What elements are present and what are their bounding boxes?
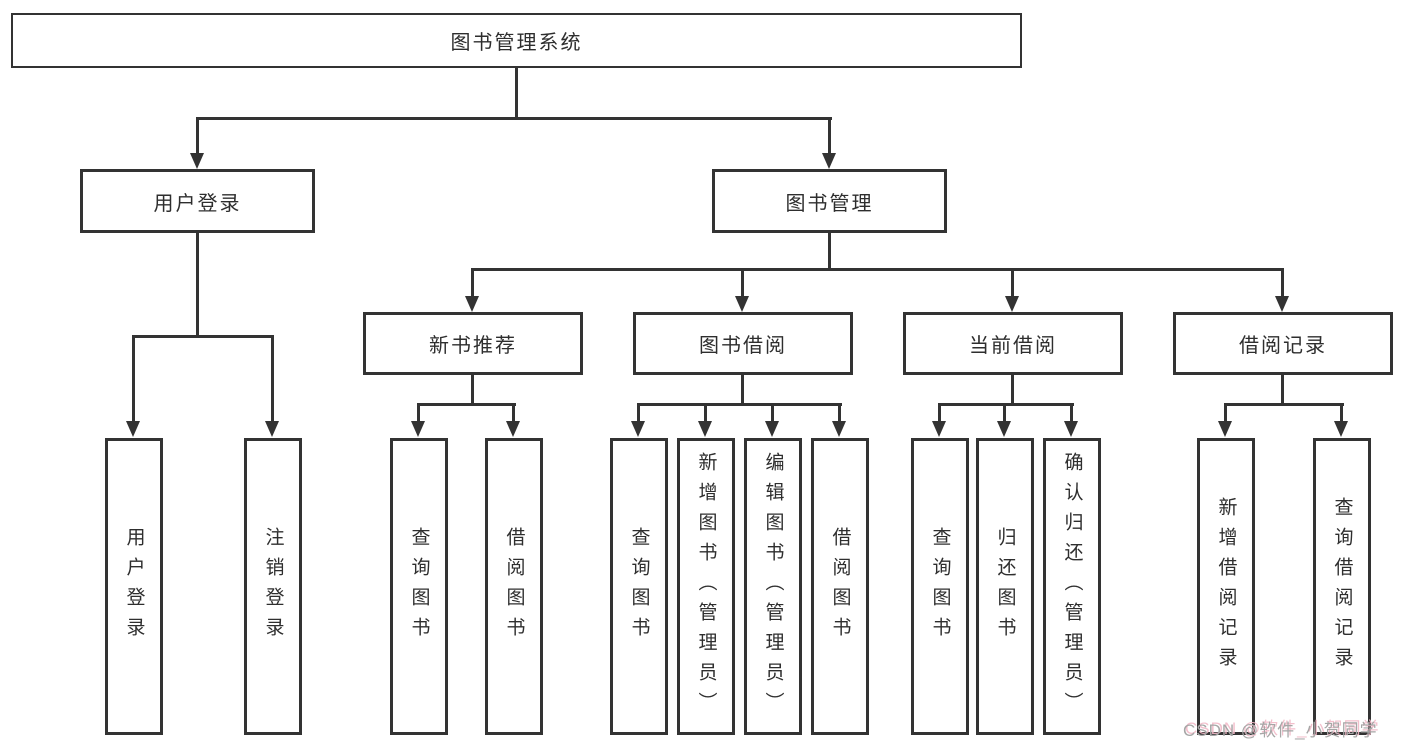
node-current-borrow: 当前借阅 xyxy=(903,312,1123,375)
connector-line-h xyxy=(471,268,1284,271)
arrowhead-down-icon xyxy=(832,421,846,437)
leaf-label: 编辑图书（管理员） xyxy=(762,451,784,722)
connector-line-h xyxy=(1224,403,1344,406)
connector-line-v xyxy=(1224,403,1227,421)
arrowhead-down-icon xyxy=(411,421,425,437)
arrowhead-down-icon xyxy=(997,421,1011,437)
connector-line-v xyxy=(741,375,744,405)
arrowhead-down-icon xyxy=(126,421,140,437)
connector-line-v xyxy=(938,403,941,421)
node-user-login-label: 用户登录 xyxy=(153,192,242,215)
connector-line-v xyxy=(828,117,831,154)
node-new-book-recommend: 新书推荐 xyxy=(363,312,583,375)
connector-line-v xyxy=(828,233,831,270)
leaf-label: 注销登录 xyxy=(262,526,284,647)
connector-line-v xyxy=(471,375,474,405)
leaf-label: 查询图书 xyxy=(408,526,430,647)
node-leaf-confirm-return-admin: 确认归还（管理员） xyxy=(1043,438,1101,735)
node-leaf-query-borrow-record: 查询借阅记录 xyxy=(1313,438,1371,735)
connector-line-h xyxy=(132,335,274,338)
node-leaf-borrow-books: 借阅图书 xyxy=(811,438,869,735)
node-leaf-query-books: 查询图书 xyxy=(610,438,668,735)
node-leaf-logout: 注销登录 xyxy=(244,438,302,735)
connector-line-v xyxy=(132,335,135,422)
connector-line-v xyxy=(1281,268,1284,298)
arrowhead-down-icon xyxy=(190,153,204,169)
arrowhead-down-icon xyxy=(1334,421,1348,437)
arrowhead-down-icon xyxy=(1275,296,1289,312)
leaf-label: 新增图书（管理员） xyxy=(695,451,717,722)
connector-line-h xyxy=(938,403,1074,406)
leaf-label: 借阅图书 xyxy=(503,526,525,647)
node-leaf-edit-books-admin: 编辑图书（管理员） xyxy=(744,438,802,735)
connector-line-h xyxy=(417,403,516,406)
node-leaf-add-books-admin: 新增图书（管理员） xyxy=(677,438,735,735)
connector-line-v xyxy=(196,233,199,337)
arrowhead-down-icon xyxy=(932,421,946,437)
connector-line-v xyxy=(771,403,774,421)
connector-line-v xyxy=(196,117,199,154)
arrowhead-down-icon xyxy=(1218,421,1232,437)
leaf-label: 归还图书 xyxy=(994,526,1016,647)
connector-line-v xyxy=(512,403,515,421)
connector-line-v xyxy=(1011,375,1014,405)
leaf-label: 查询借阅记录 xyxy=(1331,496,1353,677)
connector-line-v xyxy=(1011,268,1014,298)
connector-line-v xyxy=(637,403,640,421)
connector-line-v xyxy=(471,268,474,298)
connector-line-h xyxy=(196,117,832,120)
connector-line-h xyxy=(637,403,842,406)
arrowhead-down-icon xyxy=(1005,296,1019,312)
connector-line-v xyxy=(704,403,707,421)
node-borrow-records-label: 借阅记录 xyxy=(1239,335,1327,357)
arrowhead-down-icon xyxy=(1064,421,1078,437)
arrowhead-down-icon xyxy=(765,421,779,437)
node-book-management-label: 图书管理 xyxy=(785,192,874,215)
node-current-borrow-label: 当前借阅 xyxy=(969,335,1057,357)
leaf-label: 新增借阅记录 xyxy=(1215,496,1237,677)
node-leaf-user-login: 用户登录 xyxy=(105,438,163,735)
connector-line-v xyxy=(515,68,518,118)
connector-line-v xyxy=(1003,403,1006,421)
node-leaf-add-borrow-record: 新增借阅记录 xyxy=(1197,438,1255,735)
leaf-label: 查询图书 xyxy=(628,526,650,647)
node-book-borrow-label: 图书借阅 xyxy=(699,335,787,357)
node-root: 图书管理系统 xyxy=(11,13,1022,68)
node-root-label: 图书管理系统 xyxy=(450,32,583,54)
connector-line-v xyxy=(1281,375,1284,405)
leaf-label: 确认归还（管理员） xyxy=(1061,451,1083,722)
arrowhead-down-icon xyxy=(698,421,712,437)
node-book-borrow: 图书借阅 xyxy=(633,312,853,375)
leaf-label: 查询图书 xyxy=(929,526,951,647)
connector-line-v xyxy=(271,335,274,422)
arrowhead-down-icon xyxy=(822,153,836,169)
leaf-label: 借阅图书 xyxy=(829,526,851,647)
node-leaf-borrow-books-recommend: 借阅图书 xyxy=(485,438,543,735)
connector-line-v xyxy=(1070,403,1073,421)
node-user-login: 用户登录 xyxy=(80,169,315,233)
arrowhead-down-icon xyxy=(465,296,479,312)
connector-line-v xyxy=(741,268,744,298)
arrowhead-down-icon xyxy=(735,296,749,312)
arrowhead-down-icon xyxy=(506,421,520,437)
arrowhead-down-icon xyxy=(265,421,279,437)
connector-line-v xyxy=(417,403,420,421)
node-new-book-recommend-label: 新书推荐 xyxy=(429,335,517,357)
leaf-label: 用户登录 xyxy=(123,526,145,647)
node-leaf-query-books-recommend: 查询图书 xyxy=(390,438,448,735)
node-book-management: 图书管理 xyxy=(712,169,947,233)
node-leaf-return-books: 归还图书 xyxy=(976,438,1034,735)
node-leaf-query-books-current: 查询图书 xyxy=(911,438,969,735)
watermark: CSDN @软件_小贺同学 xyxy=(1183,721,1378,740)
arrowhead-down-icon xyxy=(631,421,645,437)
connector-line-v xyxy=(1340,403,1343,421)
connector-line-v xyxy=(838,403,841,421)
node-borrow-records: 借阅记录 xyxy=(1173,312,1393,375)
